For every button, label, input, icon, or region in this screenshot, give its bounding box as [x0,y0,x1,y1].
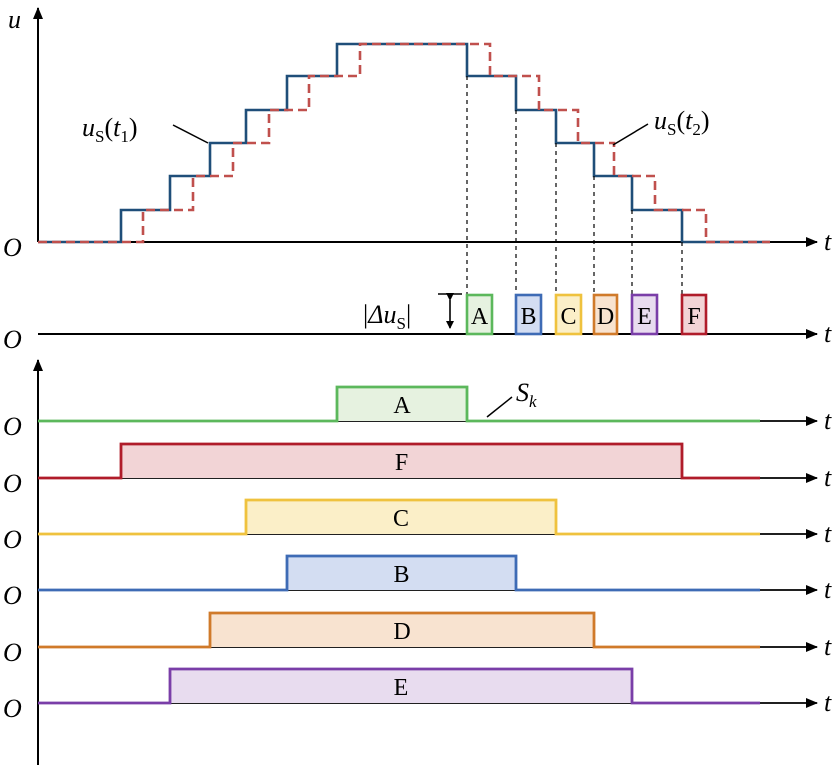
pulse-outline [38,554,760,592]
difference-box-rect [592,293,619,336]
pulse-label: A [393,393,411,419]
staircase-curve-t1 [38,42,770,244]
pulse-fill [170,669,632,703]
pulse-outline [38,667,760,705]
top-t-label: t [824,227,832,256]
pulse-fill [246,500,556,534]
pulse-fill [287,556,516,590]
leader-line-sk [486,396,513,418]
difference-box-label: C [560,304,576,330]
delta-us-label: |ΔuS| [363,300,411,333]
row-t-label: t [824,632,832,661]
label-sk: Sk [486,378,537,418]
row-origin-label: O [3,412,22,441]
sk-text: Sk [516,378,537,411]
pulse-outline [38,385,760,423]
pulse-fill [210,613,594,647]
projection-lines [466,76,683,295]
difference-box-rect [465,293,494,336]
row-origin-label: O [3,638,22,667]
leader-line-t1 [172,124,209,144]
pulse-outline [38,442,760,480]
difference-box-rect [514,293,543,336]
difference-box-e: E [630,293,659,336]
row-t-label: t [824,688,832,717]
us-t1-text: uS(t1) [82,113,138,146]
row-t-label: t [824,406,832,435]
difference-box-f: F [680,293,708,336]
label-us-t1: uS(t1) [82,113,209,146]
leader-line-t2 [612,123,649,146]
difference-box-label: D [597,304,614,330]
us-t2-text: uS(t2) [654,106,710,139]
pulse-label: C [393,506,409,532]
pulse-outline [38,611,760,649]
pulse-label: D [393,619,410,645]
pulse-fill [121,444,682,478]
row-origin-label: O [3,525,22,554]
difference-box-rect [630,293,659,336]
top-plot: u O t uS(t1) uS(t2) [3,5,832,295]
difference-box-label: A [471,304,489,330]
delta-height-indicator [438,293,462,329]
difference-box-a: A [465,293,494,336]
row-t-label: t [824,519,832,548]
difference-t-label: t [824,319,832,348]
pulse-label: F [395,450,408,476]
difference-box-c: C [554,293,583,336]
difference-box-label: E [637,304,652,330]
row-t-label: t [824,575,832,604]
row-origin-label: O [3,581,22,610]
pulse-fill [337,387,467,421]
row-origin-label: O [3,469,22,498]
pulse-outline [38,498,760,536]
pulse-label: B [393,562,409,588]
difference-box-rect [680,293,708,336]
top-origin-label: O [3,233,22,262]
row-t-label: t [824,463,832,492]
label-us-t2: uS(t2) [612,106,710,146]
difference-box-label: F [687,304,700,330]
difference-box-rect [554,293,583,336]
difference-origin-label: O [3,325,22,354]
pulse-label: E [394,675,409,701]
difference-box-d: D [592,293,619,336]
difference-box-b: B [514,293,543,336]
top-y-axis-label: u [8,5,21,34]
staircase-curve-t2 [38,42,770,244]
difference-box-label: B [520,304,536,330]
row-origin-label: O [3,694,22,723]
